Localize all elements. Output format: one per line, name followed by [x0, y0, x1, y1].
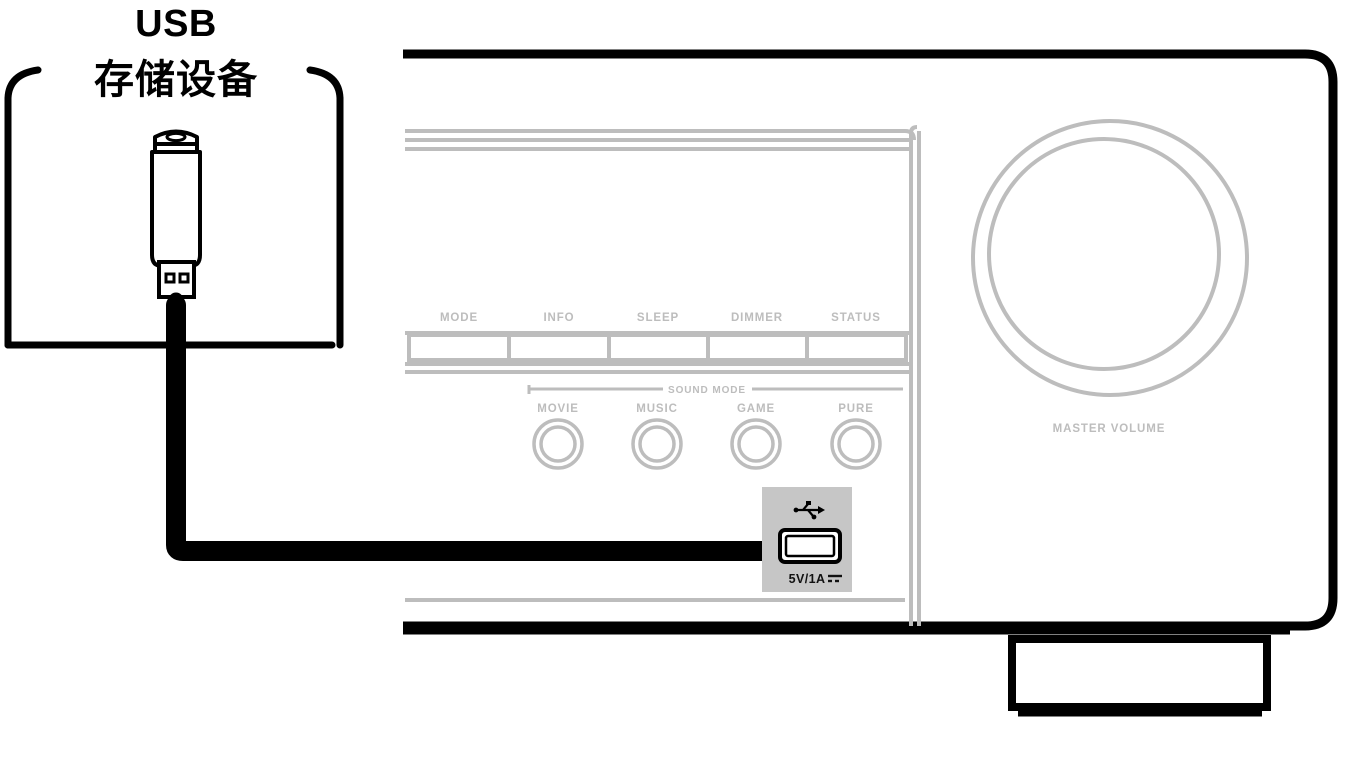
sound-mode-section-label: SOUND MODE: [668, 385, 746, 396]
usb-flash-drive: [150, 129, 202, 299]
panel-button-dimmer[interactable]: [706, 333, 809, 362]
button-label-dimmer: DIMMER: [731, 312, 783, 324]
sound-mode-button-pure[interactable]: [830, 418, 882, 470]
usb-cable: [166, 292, 822, 561]
lanyard-loop-hole: [165, 131, 187, 143]
button-label-info: INFO: [543, 312, 574, 324]
sound-button-label-movie: MOVIE: [537, 403, 579, 415]
sound-button-label-game: GAME: [737, 403, 775, 415]
display-panel-outline: [405, 129, 916, 151]
master-volume-knob[interactable]: [971, 119, 1249, 397]
sound-button-label-pure: PURE: [838, 403, 874, 415]
receiver-foot: [1008, 635, 1271, 717]
top-button-row: MODE INFO SLEEP DIMMER STATUS: [405, 312, 911, 374]
usb-drive-body: [150, 150, 202, 268]
button-label-mode: MODE: [440, 312, 478, 324]
usb-port-plate[interactable]: 5V/1A: [762, 487, 852, 592]
panel-button-sleep[interactable]: [607, 333, 710, 362]
sound-mode-button-music[interactable]: [631, 418, 683, 470]
sound-mode-button-game[interactable]: [730, 418, 782, 470]
av-receiver-body: [403, 49, 1338, 635]
sound-button-label-music: MUSIC: [636, 403, 678, 415]
sound-mode-section: SOUND MODE MOVIE MUSIC GAME PURE: [527, 385, 903, 470]
master-volume-label: MASTER VOLUME: [1053, 423, 1166, 435]
button-label-sleep: SLEEP: [637, 312, 679, 324]
callout-title: USB: [135, 3, 217, 45]
panel-button-status[interactable]: [805, 333, 908, 362]
dc-symbol-icon: [828, 574, 842, 583]
usb-trident-icon: [793, 501, 825, 520]
usb-port-rating: 5V/1A: [789, 572, 826, 586]
panel-divider: [909, 125, 921, 626]
button-label-status: STATUS: [831, 312, 881, 324]
panel-button-info[interactable]: [507, 333, 611, 362]
sound-mode-button-movie[interactable]: [532, 418, 584, 470]
usb-port-opening[interactable]: [778, 528, 842, 564]
callout-subtitle: 存储设备: [94, 58, 258, 102]
panel-button-mode[interactable]: [407, 333, 511, 362]
